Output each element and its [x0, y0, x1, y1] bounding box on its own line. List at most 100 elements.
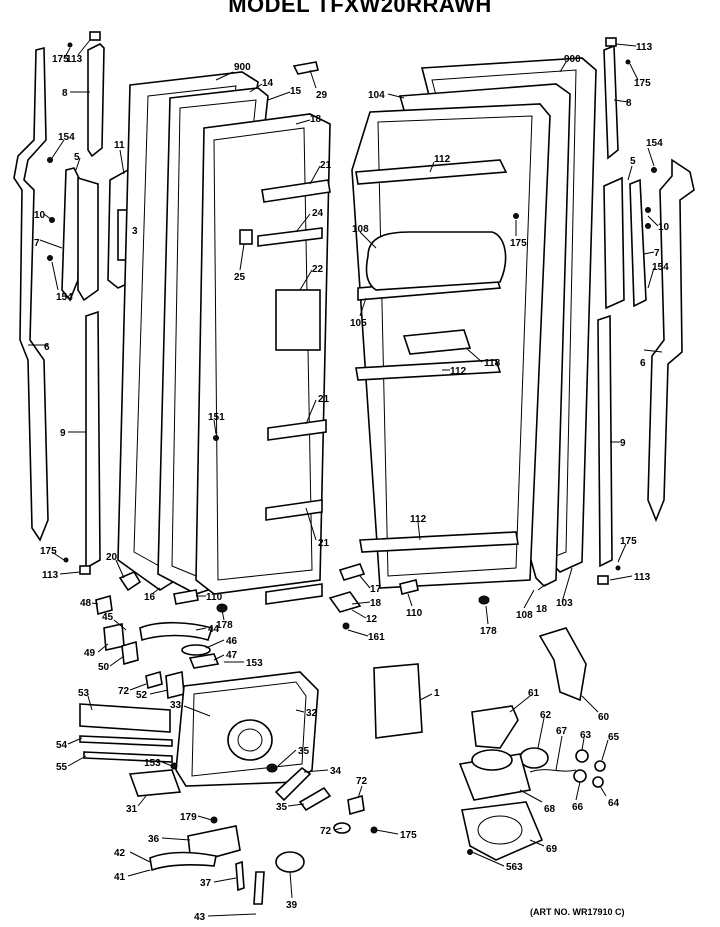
callout-15: 15 [290, 86, 302, 97]
callout-154: 154 [58, 132, 75, 143]
bracket-12 [328, 591, 362, 613]
callout-43: 43 [194, 912, 206, 923]
callout-67: 67 [556, 726, 568, 737]
callout-25: 25 [234, 272, 246, 283]
callout-42: 42 [114, 848, 126, 859]
callout-17: 17 [370, 584, 382, 595]
screw-icon [467, 849, 473, 855]
plug-178 [478, 595, 490, 605]
callout-7: 7 [654, 248, 660, 259]
callout-63: 63 [580, 730, 592, 741]
callout-175: 175 [40, 546, 57, 557]
left-lower-strip [85, 310, 101, 570]
callout-18: 18 [536, 604, 548, 615]
callout-7: 7 [34, 238, 40, 249]
lever-41 [149, 851, 217, 872]
callout-47: 47 [226, 650, 238, 661]
callout-72: 72 [320, 826, 332, 837]
callout-113: 113 [66, 54, 83, 65]
callout-labels: 175 113 8 154 5 11 10 3 7 154 6 9 175 11… [34, 42, 670, 923]
callout-154: 154 [646, 138, 663, 149]
hinge-pin-110 [399, 579, 419, 595]
callout-178: 178 [480, 626, 497, 637]
screw-icon [47, 255, 53, 261]
auger-motor-68 [458, 749, 532, 801]
hinge-cap [79, 565, 91, 575]
callout-10: 10 [658, 222, 670, 233]
callout-61: 61 [528, 688, 540, 699]
strip-54 [79, 735, 173, 747]
callout-48: 48 [80, 598, 92, 609]
screw-icon [213, 435, 219, 441]
hinge-cap [89, 31, 101, 41]
right-door-gasket [647, 158, 695, 523]
callout-24: 24 [312, 208, 324, 219]
callout-110: 110 [406, 608, 423, 619]
callout-29: 29 [316, 90, 328, 101]
rod-43 [253, 871, 265, 905]
callout-10: 10 [34, 210, 46, 221]
callout-14: 14 [262, 78, 274, 89]
callout-60: 60 [598, 712, 610, 723]
gear-housing-69 [461, 801, 544, 861]
bearing-20 [118, 570, 142, 592]
bracket-60 [538, 627, 587, 702]
screw-icon [645, 223, 651, 229]
callout-72: 72 [118, 686, 130, 697]
screw-icon [47, 157, 53, 163]
part-35b [298, 786, 332, 812]
callout-112: 112 [410, 514, 427, 525]
callout-108: 108 [352, 224, 369, 235]
callout-175: 175 [52, 54, 69, 65]
part-46 [181, 644, 211, 656]
part-65 [594, 760, 606, 772]
callout-45: 45 [102, 612, 114, 623]
part-72 [347, 794, 365, 816]
callout-900: 900 [234, 62, 251, 73]
part-44 [139, 621, 214, 642]
callout-16: 16 [144, 592, 156, 603]
freezer-door-panel-22 [275, 289, 321, 351]
callout-9: 9 [60, 428, 66, 439]
left-top-hinge-strip [87, 43, 105, 158]
left-door-gasket [13, 46, 49, 542]
clip-29 [292, 61, 319, 75]
screw-icon [615, 565, 621, 571]
callout-175: 175 [510, 238, 527, 249]
callout-21: 21 [318, 538, 330, 549]
right-handle [603, 176, 647, 310]
funnel-61 [471, 705, 519, 749]
callout-52: 52 [136, 690, 148, 701]
callout-178: 178 [216, 620, 233, 631]
instruction-card-1 [373, 663, 423, 739]
callout-54: 54 [56, 740, 68, 751]
part-50 [121, 640, 139, 666]
screw-icon [625, 59, 631, 65]
callout-6: 6 [640, 358, 646, 369]
callout-20: 20 [106, 552, 118, 563]
callout-36: 36 [148, 834, 160, 845]
callout-18: 18 [310, 114, 322, 125]
callout-69: 69 [546, 844, 558, 855]
callout-154: 154 [56, 292, 73, 303]
callout-68: 68 [544, 804, 556, 815]
callout-8: 8 [62, 88, 68, 99]
part-48 [95, 594, 113, 616]
callout-1: 1 [434, 688, 440, 699]
callout-175: 175 [620, 536, 637, 547]
screw-icon [67, 42, 73, 48]
part-35 [266, 763, 278, 773]
screw-icon [63, 557, 69, 563]
callout-32: 32 [306, 708, 318, 719]
part-64 [592, 776, 604, 788]
callout-31: 31 [126, 804, 138, 815]
diagram-title: MODEL TFXW20RRAWH [228, 0, 492, 17]
callout-34: 34 [330, 766, 342, 777]
screw-icon [651, 167, 657, 173]
right-top-hinge-strip [603, 44, 619, 160]
callout-105: 105 [350, 318, 367, 329]
leader-lines [28, 39, 663, 917]
callout-5: 5 [74, 152, 80, 163]
callout-104: 104 [368, 90, 385, 101]
part-47 [188, 653, 220, 669]
